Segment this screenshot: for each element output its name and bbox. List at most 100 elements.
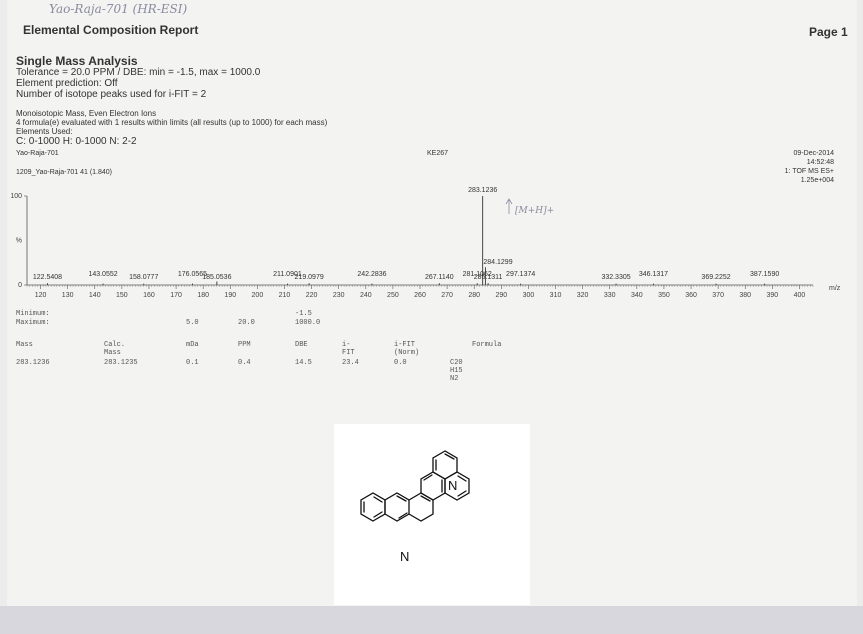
x-tick-label: 200 — [252, 292, 264, 299]
x-tick-label: 250 — [387, 292, 399, 299]
column-header: i-FIT — [342, 341, 355, 357]
x-tick-label: 330 — [604, 292, 616, 299]
spectrum-peak-labels: 122.5408 143.0552 158.0777 176.0565185.0536… — [33, 187, 780, 281]
mh-annotation-group: [M+H]+ — [505, 198, 554, 216]
peak-label: 158.0777 — [129, 274, 158, 281]
x-tick-label: 190 — [224, 292, 236, 299]
x-tick-label: 170 — [170, 292, 182, 299]
nitrogen-label-lower: N — [400, 549, 409, 564]
x-tick-label: 260 — [414, 292, 426, 299]
page-label: Page 1 — [809, 25, 848, 39]
sample-name: Yao-Raja-701 — [16, 150, 59, 157]
x-tick-label: 210 — [279, 292, 291, 299]
nitrogen-label-upper: N — [448, 478, 457, 493]
acq-date: 09-Dec-2014 — [793, 150, 834, 157]
tolerance-line: Tolerance = 20.0 PPM / DBE: min = -1.5, … — [16, 67, 261, 78]
mh-arrow-icon — [505, 198, 513, 214]
x-tick-label: 370 — [712, 292, 724, 299]
elements-used-label: Elements Used: — [16, 127, 73, 136]
x-tick-label: 280 — [468, 292, 480, 299]
mh-annotation: [M+H]+ — [515, 206, 554, 216]
cell-mda: 0.1 — [186, 359, 199, 367]
footer-band — [0, 606, 863, 634]
peak-label: 297.1374 — [506, 271, 535, 278]
peak-label: 122.5408 — [33, 274, 62, 281]
limits-dbe: 1000.0 — [295, 319, 321, 327]
x-tick-label: 240 — [360, 292, 372, 299]
spectrum-peaks — [46, 196, 766, 285]
peak-label: 281.1062 — [463, 271, 492, 278]
peak-label: 185.0536 — [202, 274, 231, 281]
column-header: Calc. Mass — [104, 341, 126, 357]
x-tick-label: 270 — [441, 292, 453, 299]
x-tick-label: 140 — [89, 292, 101, 299]
column-header: mDa — [186, 341, 199, 349]
cell-ifit-norm: 0.0 — [394, 359, 407, 367]
isotope-line: Number of isotope peaks used for i-FIT =… — [16, 89, 207, 100]
peak-label: 387.1590 — [750, 271, 779, 278]
acq-time: 14:52:48 — [806, 159, 834, 166]
x-tick-label: 180 — [197, 292, 209, 299]
peak-label: 211.0901 — [273, 271, 302, 278]
column-header: DBE — [295, 341, 308, 349]
elements-line: C: 0-1000 H: 0-1000 N: 2-2 — [16, 136, 137, 147]
column-header: Mass — [16, 341, 33, 349]
cell-formula: C20 H15 N2 — [450, 359, 463, 383]
peak-label: 346.1317 — [639, 271, 668, 278]
x-tick-label: 390 — [767, 292, 779, 299]
cell-dbe: 14.5 — [295, 359, 312, 367]
report-title: Elemental Composition Report — [23, 23, 199, 37]
limits-mda: 5.0 — [186, 319, 199, 327]
cell-calc-mass: 283.1235 — [104, 359, 138, 367]
column-header: Formula — [472, 341, 502, 349]
prediction-line: Element prediction: Off — [16, 78, 118, 89]
y-tick-label: 100 — [10, 193, 22, 200]
x-tick-label: 360 — [685, 292, 697, 299]
x-tick-label: 340 — [631, 292, 643, 299]
peak-label: 332.3305 — [601, 274, 630, 281]
structure-panel: N N — [334, 424, 530, 605]
peak-label: 285.1311 — [474, 274, 503, 281]
x-tick-label: 120 — [35, 292, 47, 299]
chemical-structure: N N — [360, 450, 470, 564]
file-line: 1209_Yao-Raja-701 41 (1.840) — [16, 169, 112, 176]
report-page: Yao-Raja-701 (HR-ESI) Elemental Composit… — [7, 0, 857, 606]
cell-ppm: 0.4 — [238, 359, 251, 367]
x-tick-label: 220 — [306, 292, 318, 299]
ms-mode: 1: TOF MS ES+ — [784, 168, 834, 175]
handwritten-note: Yao-Raja-701 (HR-ESI) — [49, 2, 188, 16]
peak-label: 283.1236 — [468, 187, 497, 194]
intensity-scale: 1.25e+004 — [800, 177, 834, 184]
limits-ppm: 20.0 — [238, 319, 255, 327]
x-tick-label: 320 — [577, 292, 589, 299]
x-axis-label: m/z — [829, 285, 841, 292]
peak-label: 369.2252 — [701, 274, 730, 281]
x-tick-label: 290 — [495, 292, 507, 299]
cell-mass: 283.1236 — [16, 359, 50, 367]
limits-label: Minimum: — [16, 310, 50, 318]
limits-label: Maximum: — [16, 319, 50, 327]
x-tick-label: 160 — [143, 292, 155, 299]
limits-dbe: -1.5 — [295, 310, 312, 318]
peak-label: 143.0552 — [88, 271, 117, 278]
column-header: i-FIT (Norm) — [394, 341, 420, 357]
peak-label: 242.2836 — [357, 271, 386, 278]
sample-code: KE267 — [427, 150, 449, 157]
x-tick-label: 300 — [523, 292, 535, 299]
x-tick-label: 400 — [794, 292, 806, 299]
x-tick-label: 130 — [62, 292, 74, 299]
peak-label: 219.0979 — [295, 274, 324, 281]
y-axis-label: % — [16, 238, 22, 245]
evaluated-line: 4 formula(e) evaluated with 1 results wi… — [16, 118, 328, 127]
x-tick-label: 150 — [116, 292, 128, 299]
peak-label: 284.1299 — [483, 259, 512, 266]
peak-label: 267.1140 — [425, 274, 454, 281]
y-tick-label: 0 — [18, 282, 22, 289]
peak-label: 176.0565 — [178, 271, 207, 278]
x-tick-label: 380 — [739, 292, 751, 299]
mass-type-line: Monoisotopic Mass, Even Electron Ions — [16, 109, 157, 118]
x-tick-label: 350 — [658, 292, 670, 299]
column-header: PPM — [238, 341, 251, 349]
